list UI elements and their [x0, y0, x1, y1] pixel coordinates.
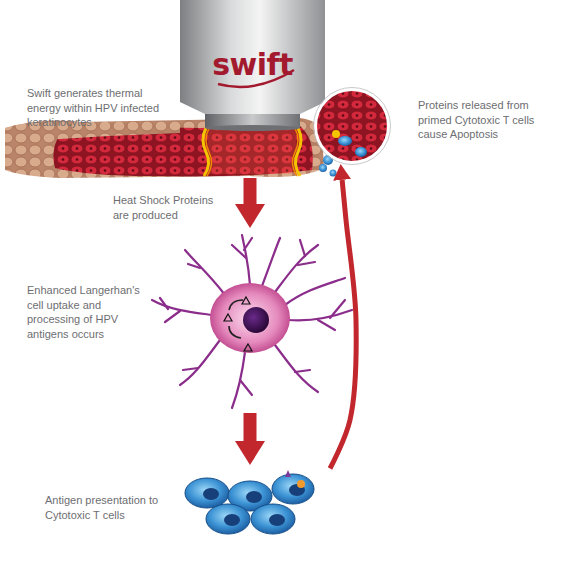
dendrite — [165, 311, 180, 322]
dendrite — [275, 245, 318, 292]
released-protein — [332, 130, 340, 138]
t-cell-nucleus — [203, 488, 219, 500]
t-cell — [319, 164, 327, 172]
inset-circle — [316, 90, 389, 163]
t-cell-nuclei — [203, 484, 305, 526]
flow-arrow — [244, 178, 257, 204]
cell-body — [210, 283, 290, 353]
logo-text: swift — [190, 47, 315, 82]
treatment-site: Swift generates thermal energy within HP… — [20, 0, 325, 178]
dendrite — [183, 368, 198, 370]
antigen-triangle — [242, 297, 250, 304]
device-tip-edge — [205, 125, 300, 131]
dendrite — [188, 264, 200, 268]
dendrites — [152, 235, 352, 408]
heat-glow — [206, 128, 212, 176]
dendrite — [240, 380, 252, 395]
t-cell — [355, 147, 367, 157]
dendrite — [330, 300, 345, 318]
t-cell — [272, 474, 314, 504]
flow-arrow — [330, 180, 356, 469]
node-text: Antigen presentation to Cytotoxic T cell… — [45, 493, 190, 522]
antigen-blob — [297, 480, 305, 488]
inset-circle-edge — [314, 88, 391, 165]
device-taper — [180, 102, 325, 114]
t-cell-nucleus — [246, 491, 262, 503]
t-cell — [251, 504, 295, 534]
dendrite — [298, 262, 315, 265]
antigen-triangle — [224, 314, 232, 321]
connectors — [250, 178, 356, 469]
antigen-triangle — [244, 344, 252, 351]
dendrite — [232, 352, 245, 408]
t-cell — [185, 478, 229, 508]
t-cells — [185, 474, 314, 534]
dendrite — [232, 245, 246, 258]
dendrite — [152, 300, 212, 315]
heat-glow — [292, 128, 298, 176]
heat-zone — [208, 128, 296, 174]
node-text: Proteins released from primed Cytotoxic … — [418, 98, 558, 142]
edge-label: Heat Shock Proteins are produced — [113, 193, 231, 222]
device-body — [180, 0, 325, 102]
t-cell — [206, 504, 250, 534]
dendrite — [318, 320, 335, 330]
dendrite — [180, 340, 220, 385]
inset-outline — [314, 88, 390, 164]
dendrite — [160, 298, 168, 309]
dendrite — [185, 250, 225, 295]
t-cell — [338, 136, 352, 146]
dendrite — [275, 345, 318, 392]
langerhans-cell: Enhanced Langerhan's cell uptake and pro… — [20, 228, 360, 413]
dendrite — [288, 310, 352, 321]
t-cell-group: Antigen presentation to Cytotoxic T cell… — [40, 465, 330, 535]
dendrite — [262, 238, 280, 286]
antigen-marker — [285, 470, 291, 477]
t-cell-nucleus — [224, 514, 240, 526]
apoptosis-inset: Proteins released from primed Cytotoxic … — [314, 88, 390, 164]
flow-arrow — [244, 413, 257, 441]
dendrite — [295, 370, 310, 372]
node-text: Swift generates thermal energy within HP… — [27, 86, 177, 130]
dendrite — [300, 240, 305, 256]
cell-nucleus — [243, 307, 269, 333]
t-cell — [330, 170, 337, 177]
node-text: Enhanced Langerhan's cell uptake and pro… — [27, 283, 152, 341]
dendrite — [244, 238, 252, 250]
inset-tissue — [315, 89, 389, 163]
dendrite — [285, 278, 345, 305]
t-cell-nucleus — [269, 514, 285, 526]
